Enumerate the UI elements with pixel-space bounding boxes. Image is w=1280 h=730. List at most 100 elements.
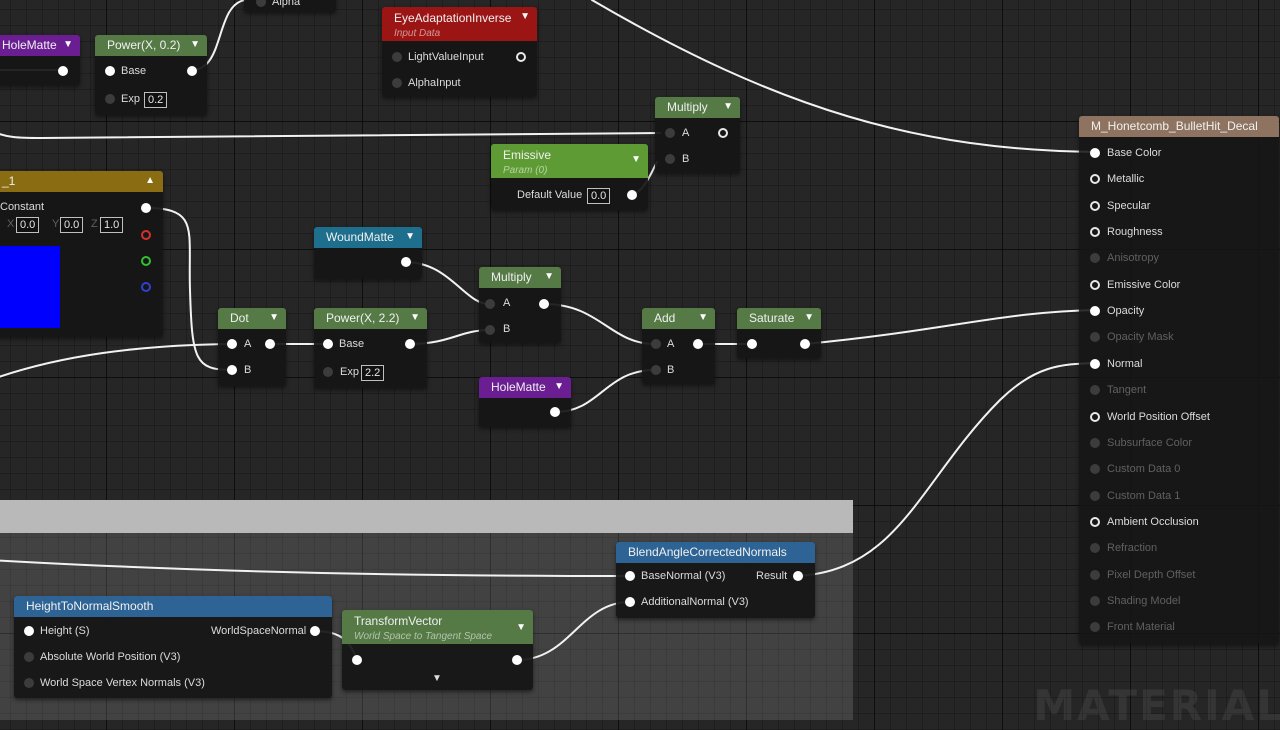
advanced-pins-chevron-icon[interactable]: ▼	[432, 673, 442, 684]
x-value-field[interactable]: 0.0	[16, 217, 40, 233]
exp-value-field[interactable]: 0.2	[144, 92, 168, 108]
chevron-down-icon[interactable]: ▼	[405, 231, 415, 242]
constant-vector-node[interactable]: _1 ▲ Constant X 0.0 Y 0.0 Z 1.0	[0, 171, 163, 337]
wound-matte-node[interactable]: WoundMatte ▼	[314, 227, 422, 279]
power-node-top[interactable]: Power(X, 0.2) ▼ Base Exp 0.2	[95, 35, 207, 115]
hole-matte-node-top[interactable]: HoleMatte ▼	[0, 35, 80, 85]
absolute-world-position-input-pin[interactable]	[24, 652, 34, 662]
material-input-pin[interactable]	[1090, 543, 1100, 554]
material-input-pin[interactable]	[1090, 174, 1100, 185]
material-input-pin[interactable]	[1090, 464, 1100, 475]
chevron-down-icon[interactable]: ▼	[631, 154, 641, 165]
a-input-pin[interactable]	[651, 339, 661, 349]
power-node-mid[interactable]: Power(X, 2.2) ▼ Base Exp 2.2	[314, 308, 427, 388]
light-value-input-pin[interactable]	[392, 52, 402, 62]
vertex-normals-input-pin[interactable]	[24, 678, 34, 688]
material-input-pin[interactable]	[1090, 569, 1100, 580]
exp-value-field[interactable]: 2.2	[361, 365, 385, 381]
chevron-down-icon[interactable]: ▼	[804, 312, 814, 323]
partial-node-alpha[interactable]: Alpha	[244, 0, 336, 12]
output-pin[interactable]	[187, 66, 197, 76]
chevron-down-icon[interactable]: ▼	[698, 312, 708, 323]
a-input-pin[interactable]	[227, 339, 237, 349]
output-pin[interactable]	[516, 52, 526, 62]
material-input-pin[interactable]	[1090, 385, 1100, 396]
red-channel-pin[interactable]	[141, 230, 151, 240]
alpha-input-pin[interactable]	[392, 78, 402, 88]
default-value-field[interactable]: 0.0	[587, 188, 611, 204]
blue-channel-pin[interactable]	[141, 282, 151, 292]
material-input-pin[interactable]	[1090, 279, 1100, 290]
output-pin[interactable]	[718, 128, 728, 138]
hole-matte-node-mid[interactable]: HoleMatte ▼	[479, 377, 571, 427]
a-input-pin[interactable]	[485, 299, 495, 309]
exp-input-pin[interactable]	[105, 94, 115, 104]
output-pin[interactable]	[401, 257, 411, 267]
chevron-down-icon[interactable]: ▼	[554, 381, 564, 392]
material-input-pin[interactable]	[1090, 516, 1100, 527]
material-input-pin[interactable]	[1090, 622, 1100, 633]
output-pin[interactable]	[627, 190, 637, 200]
chevron-up-icon[interactable]: ▲	[145, 175, 155, 186]
material-input-pin[interactable]	[1090, 437, 1100, 448]
chevron-down-icon[interactable]: ▼	[63, 39, 73, 50]
chevron-down-icon[interactable]: ▼	[520, 11, 530, 22]
b-input-pin[interactable]	[665, 154, 675, 164]
material-input-pin[interactable]	[1090, 306, 1100, 317]
base-normal-input-pin[interactable]	[625, 571, 635, 581]
world-space-normal-output-pin[interactable]	[310, 626, 320, 636]
material-input-pin[interactable]	[1090, 490, 1100, 501]
base-input-pin[interactable]	[105, 66, 115, 76]
output-pin[interactable]	[141, 203, 151, 213]
material-input-pin[interactable]	[1090, 358, 1100, 369]
output-pin[interactable]	[550, 407, 560, 417]
a-input-pin[interactable]	[665, 128, 675, 138]
chevron-down-icon[interactable]: ▼	[723, 101, 733, 112]
add-node[interactable]: Add ▼ A B	[642, 308, 715, 384]
output-pin[interactable]	[800, 339, 810, 349]
alpha-input-pin[interactable]	[256, 0, 266, 7]
saturate-node[interactable]: Saturate ▼	[737, 308, 821, 358]
z-value-field[interactable]: 1.0	[100, 217, 124, 233]
output-pin[interactable]	[512, 655, 522, 665]
dot-node[interactable]: Dot ▼ A B	[218, 308, 286, 386]
input-pin[interactable]	[352, 655, 362, 665]
exp-input-pin[interactable]	[323, 367, 333, 377]
comment-title-bar[interactable]	[0, 500, 853, 533]
chevron-down-icon[interactable]: ▼	[410, 312, 420, 323]
material-input-pin[interactable]	[1090, 200, 1100, 211]
green-channel-pin[interactable]	[141, 256, 151, 266]
additional-normal-input-pin[interactable]	[625, 597, 635, 607]
b-input-pin[interactable]	[651, 365, 661, 375]
material-input-pin[interactable]	[1090, 148, 1100, 158]
chevron-down-icon[interactable]: ▼	[516, 622, 526, 633]
material-input-pin[interactable]	[1090, 411, 1100, 422]
output-pin[interactable]	[693, 339, 703, 349]
material-input-pin[interactable]	[1090, 595, 1100, 606]
height-to-normal-smooth-node[interactable]: HeightToNormalSmooth Height (S) WorldSpa…	[14, 596, 332, 698]
height-input-pin[interactable]	[24, 626, 34, 636]
y-value-field[interactable]: 0.0	[60, 217, 84, 233]
multiply-node-mid[interactable]: Multiply ▼ A B	[479, 267, 561, 343]
chevron-down-icon[interactable]: ▼	[190, 39, 200, 50]
output-pin[interactable]	[58, 66, 68, 76]
result-output-pin[interactable]	[793, 571, 803, 581]
b-input-pin[interactable]	[227, 365, 237, 375]
multiply-node-top[interactable]: Multiply ▼ A B	[655, 97, 740, 173]
output-pin[interactable]	[539, 299, 549, 309]
input-pin[interactable]	[747, 339, 757, 349]
base-input-pin[interactable]	[323, 339, 333, 349]
blend-angle-corrected-normals-node[interactable]: BlendAngleCorrectedNormals BaseNormal (V…	[616, 542, 815, 618]
chevron-down-icon[interactable]: ▼	[269, 312, 279, 323]
material-input-pin[interactable]	[1090, 253, 1100, 264]
material-input-pin[interactable]	[1090, 227, 1100, 238]
material-input-pin[interactable]	[1090, 332, 1100, 343]
chevron-down-icon[interactable]: ▼	[544, 271, 554, 282]
output-pin[interactable]	[265, 339, 275, 349]
output-pin[interactable]	[405, 339, 415, 349]
b-input-pin[interactable]	[485, 325, 495, 335]
